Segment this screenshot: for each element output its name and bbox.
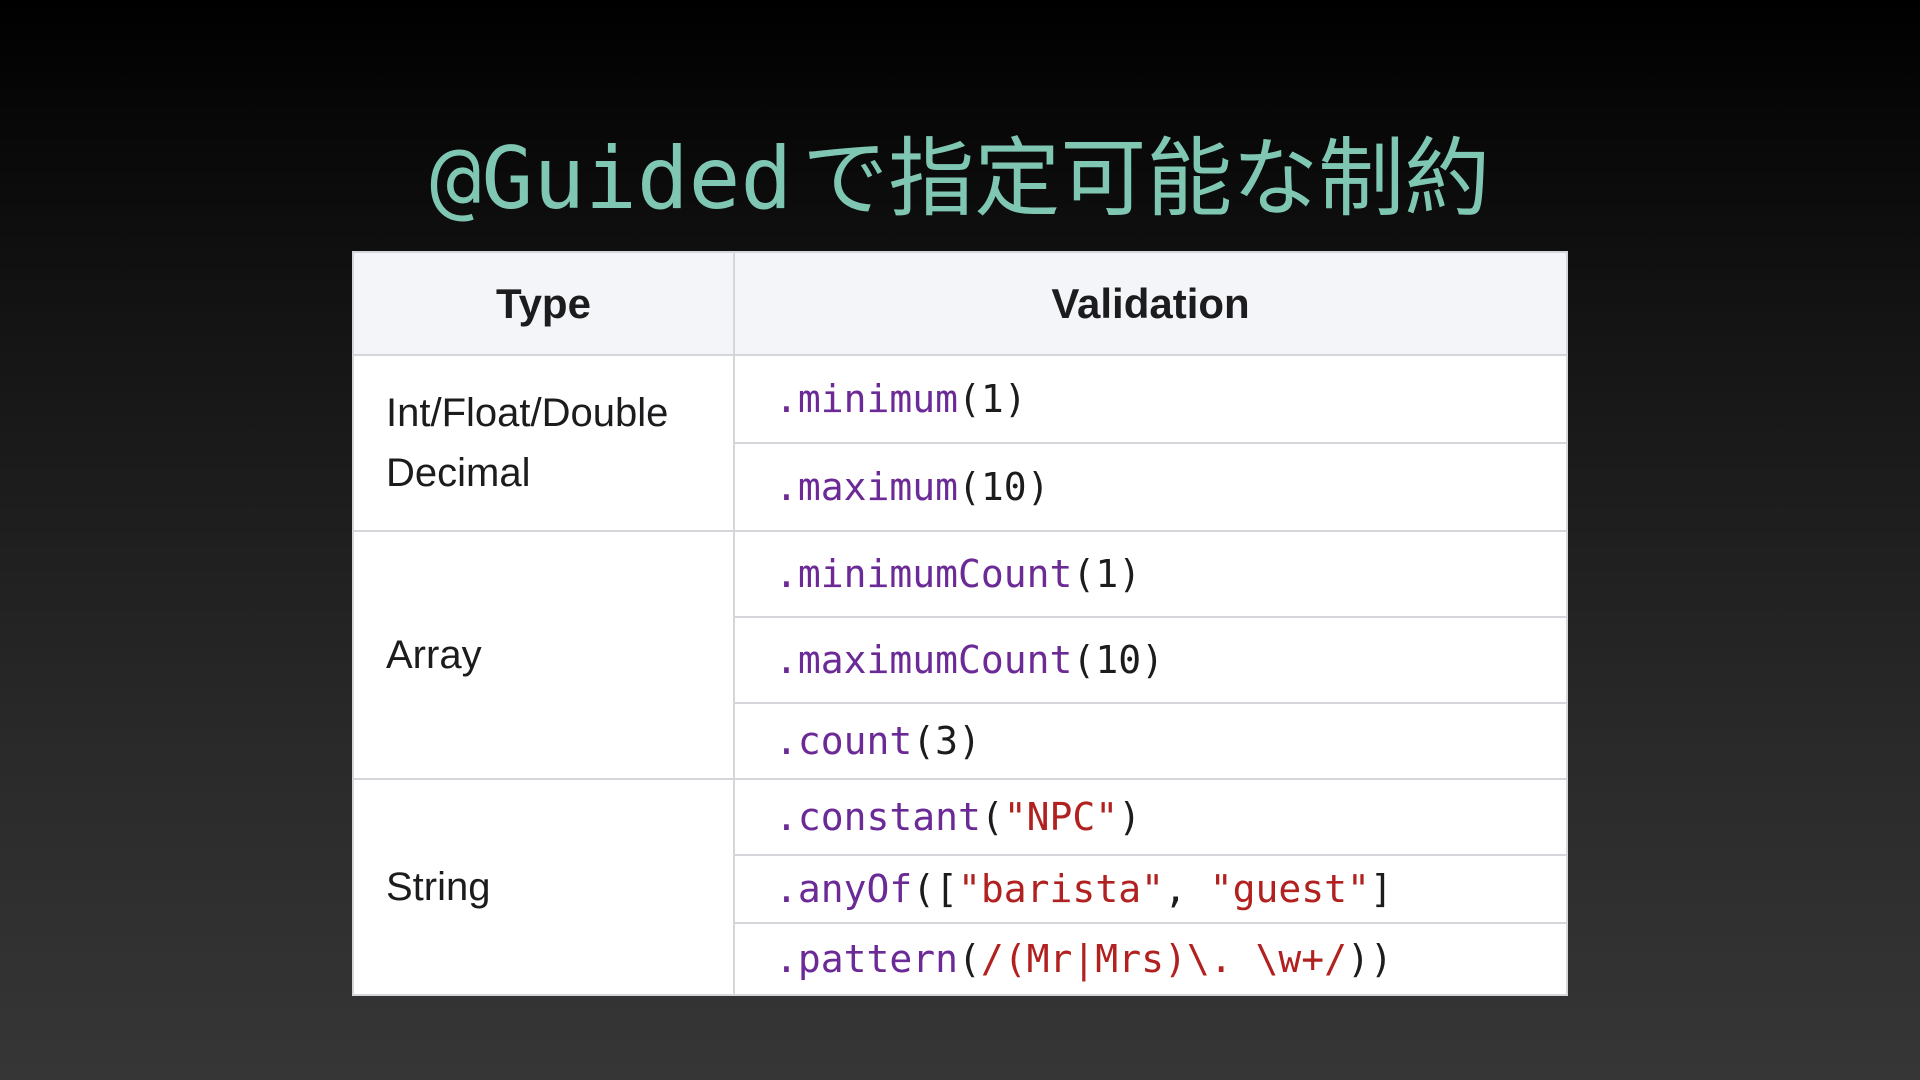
- title-text: で指定可能な制約: [802, 129, 1491, 229]
- validation-minimum: .minimum(1): [733, 354, 1568, 444]
- table-row: .maximumCount(10): [353, 616, 1568, 704]
- function-name: .maximum: [775, 465, 959, 509]
- argument: 1: [1095, 552, 1119, 596]
- validation-any-of: .anyOf(["barista", "guest"]: [733, 854, 1568, 924]
- type-label: String: [386, 865, 491, 909]
- type-label: Array: [386, 633, 482, 677]
- title-code: @Guided: [429, 129, 793, 229]
- argument: 10: [1095, 638, 1142, 682]
- punct: ]: [1369, 867, 1393, 911]
- type-cell-array: Array: [352, 530, 735, 780]
- function-name: .anyOf: [775, 867, 913, 911]
- table-header-row: Type Validation: [352, 251, 1568, 356]
- punct: (: [958, 465, 981, 509]
- string-literal: "guest": [1209, 867, 1370, 911]
- table-row: .pattern(/(Mr|Mrs)\. \w+/)): [353, 922, 1568, 996]
- function-name: .count: [775, 719, 913, 763]
- punct: (: [912, 719, 936, 763]
- table-row: .count(3): [353, 702, 1568, 780]
- string-literal: "NPC": [1003, 795, 1119, 839]
- punct: ): [958, 719, 981, 763]
- punct: ): [1003, 377, 1027, 421]
- function-name: .minimumCount: [775, 552, 1073, 596]
- table-row: Array .minimumCount(1): [352, 530, 1568, 780]
- punct: ): [1118, 552, 1142, 596]
- punct: ): [1026, 465, 1050, 509]
- punct: (: [958, 377, 981, 421]
- punct: ): [1141, 638, 1164, 682]
- validation-maximum: .maximum(10): [733, 442, 1568, 532]
- punct: ([: [912, 867, 959, 911]
- table-row: Int/Float/Double Decimal .minimum(1): [352, 354, 1568, 532]
- punct: (: [980, 795, 1004, 839]
- function-name: .pattern: [775, 937, 959, 981]
- validation-constant: .constant("NPC"): [733, 778, 1568, 856]
- type-cell-string: String: [352, 778, 735, 996]
- header-validation: Validation: [733, 251, 1568, 356]
- header-type: Type: [352, 251, 735, 356]
- argument: 10: [980, 465, 1027, 509]
- string-literal: "barista": [958, 867, 1164, 911]
- punct: ): [1118, 795, 1142, 839]
- type-label: Decimal: [386, 451, 531, 495]
- punct: (: [1072, 638, 1096, 682]
- punct: )): [1346, 937, 1393, 981]
- punct: (: [958, 937, 981, 981]
- table-row: .anyOf(["barista", "guest"]: [353, 854, 1568, 924]
- table-row: .maximum(10): [353, 442, 1568, 532]
- function-name: .minimum: [775, 377, 959, 421]
- type-cell-numeric: Int/Float/Double Decimal: [352, 354, 735, 532]
- validation-count: .count(3): [733, 702, 1568, 780]
- validation-minimum-count: .minimumCount(1): [733, 530, 1568, 618]
- punct: ,: [1163, 867, 1210, 911]
- constraints-table: Type Validation Int/Float/Double Decimal…: [352, 251, 1568, 996]
- validation-pattern: .pattern(/(Mr|Mrs)\. \w+/)): [733, 922, 1568, 996]
- regex-literal: /(Mr|Mrs)\. \w+/: [980, 937, 1347, 981]
- table-row: String .constant("NPC"): [352, 778, 1568, 996]
- type-label: Int/Float/Double: [386, 391, 669, 435]
- punct: (: [1072, 552, 1096, 596]
- validation-maximum-count: .maximumCount(10): [733, 616, 1568, 704]
- function-name: .maximumCount: [775, 638, 1073, 682]
- argument: 1: [980, 377, 1004, 421]
- argument: 3: [935, 719, 959, 763]
- function-name: .constant: [775, 795, 981, 839]
